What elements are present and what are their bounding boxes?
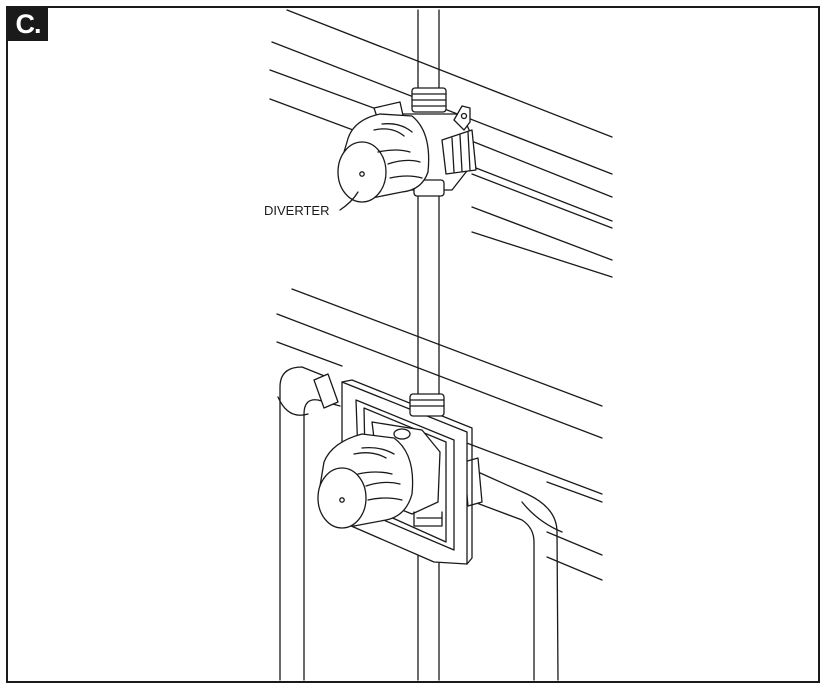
step-badge: C.: [8, 8, 48, 41]
diverter-leader-line: [339, 191, 359, 211]
left-supply-pipe: [277, 366, 341, 681]
valve-handle: [317, 433, 414, 529]
diagram-frame: DIVERTER C.: [6, 6, 820, 683]
diverter-handle: [337, 113, 430, 203]
plumbing-diagram: DIVERTER: [264, 9, 613, 681]
right-supply-pipe: [463, 457, 563, 681]
upper-wall-studs: [269, 9, 613, 278]
vertical-riser-pipe: [417, 9, 440, 398]
diverter-label: DIVERTER: [264, 203, 330, 218]
